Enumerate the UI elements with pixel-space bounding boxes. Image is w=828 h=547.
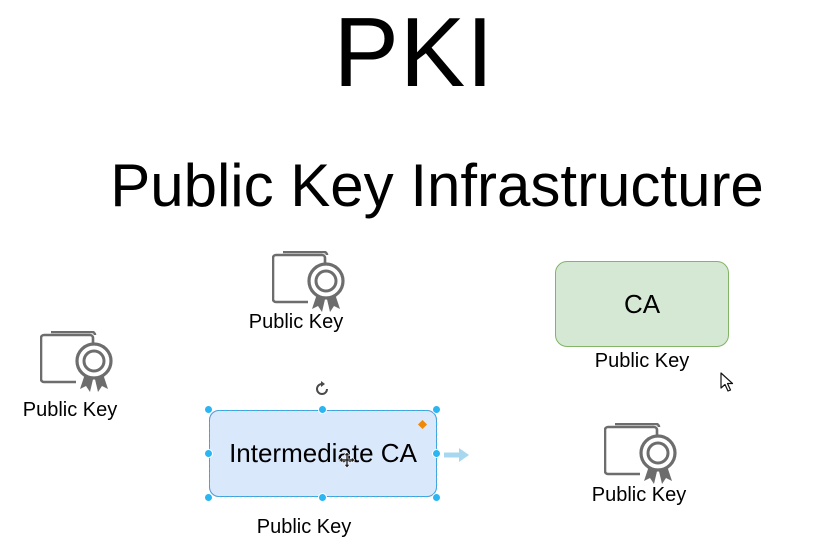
resize-handle-top-right[interactable] [432, 405, 441, 414]
ca-caption[interactable]: Public Key [594, 350, 690, 372]
certificate-icon[interactable] [272, 251, 352, 313]
resize-handle-bottom[interactable] [318, 493, 327, 502]
resize-handle-left[interactable] [204, 449, 213, 458]
resize-handle-top[interactable] [318, 405, 327, 414]
resize-handle-right[interactable] [432, 449, 441, 458]
connect-arrow-icon[interactable] [444, 447, 470, 463]
intermediate-ca-node[interactable]: Intermediate CA [209, 410, 437, 497]
certificate-icon[interactable] [604, 423, 684, 485]
certificate-caption[interactable]: Public Key [591, 484, 687, 506]
rotate-icon[interactable] [313, 380, 331, 398]
ca-node-label: CA [623, 288, 661, 319]
connection-point-icon[interactable] [418, 416, 427, 429]
diagram-title[interactable]: PKI [333, 0, 495, 107]
resize-handle-top-left[interactable] [204, 405, 213, 414]
resize-handle-bottom-right[interactable] [432, 493, 441, 502]
certificate-caption[interactable]: Public Key [248, 311, 344, 333]
move-cursor-icon [338, 451, 356, 469]
mouse-pointer-icon [720, 372, 734, 392]
resize-handle-bottom-left[interactable] [204, 493, 213, 502]
ca-node[interactable]: CA [555, 261, 729, 347]
certificate-icon[interactable] [40, 331, 120, 393]
intermediate-ca-label: Intermediate CA [229, 438, 417, 468]
diagram-subtitle[interactable]: Public Key Infrastructure [110, 152, 764, 219]
certificate-caption[interactable]: Public Key [22, 399, 118, 421]
intermediate-ca-caption[interactable]: Public Key [256, 516, 352, 538]
